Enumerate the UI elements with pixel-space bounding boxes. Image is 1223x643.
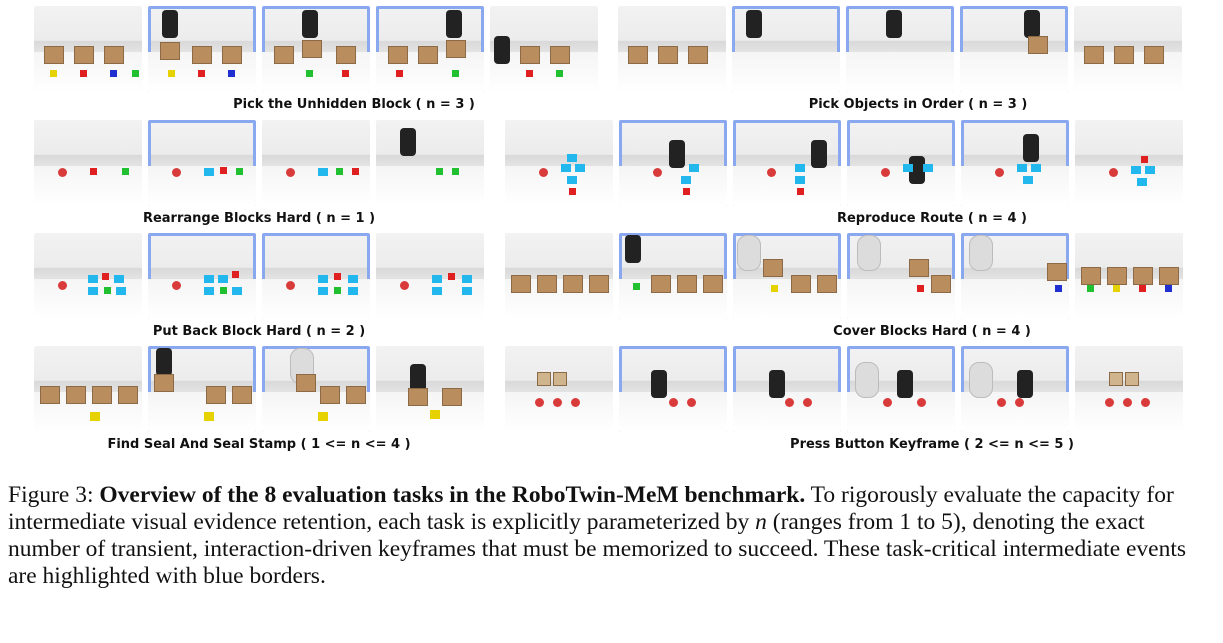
frame-strip [505,118,1183,208]
frame-strip [618,4,1218,94]
frame-strip [34,231,634,321]
keyframe [847,233,955,319]
task-cover-blocks-hard: Cover Blocks Hard ( n = 4 ) [505,231,1183,343]
keyframe [619,233,727,319]
keyframe [846,6,954,92]
frame [376,120,484,206]
frame [1074,6,1182,92]
task-rearrange-blocks-hard: Rearrange Blocks Hard ( n = 1 ) [34,118,634,230]
figure-caption: Figure 3: Overview of the 8 evaluation t… [8,482,1218,590]
frame [1075,233,1183,319]
keyframe [847,346,955,432]
frame [34,120,142,206]
frame-strip [505,231,1183,321]
keyframe [733,233,841,319]
frame [505,346,613,432]
keyframe [961,120,1069,206]
caption-body-2: (ranges from 1 to 5), denoting the exact… [8,509,1187,589]
frame [376,233,484,319]
task-label: Rearrange Blocks Hard ( n = 1 ) [142,211,376,226]
keyframe [961,233,1069,319]
frame-strip [34,4,634,94]
caption-title: Overview of the 8 evaluation tasks in th… [99,482,806,508]
keyframe [262,6,370,92]
frame [505,233,613,319]
keyframe [262,233,370,319]
frame [1075,346,1183,432]
keyframe [733,346,841,432]
task-find-seal-stamp: Find Seal And Seal Stamp ( 1 <= n <= 4 ) [34,344,634,456]
keyframe [961,346,1069,432]
task-label: Pick the Unhidden Block ( n = 3 ) [233,97,475,112]
caption-math-n: n [755,509,767,535]
frame [34,233,142,319]
keyframe [619,346,727,432]
frame-strip [34,118,634,208]
frame [1075,120,1183,206]
task-pick-unhidden-block: Pick the Unhidden Block ( n = 3 ) [34,4,634,116]
task-label: Pick Objects in Order ( n = 3 ) [808,97,1028,112]
task-label: Reproduce Route ( n = 4 ) [836,211,1028,226]
figure-panel: Pick the Unhidden Block ( n = 3 ) Pick O… [34,4,1218,456]
task-label: Put Back Block Hard ( n = 2 ) [152,324,366,339]
keyframe [847,120,955,206]
keyframe [148,233,256,319]
frame [34,346,142,432]
keyframe [148,346,256,432]
caption-body-1: To rigorously evaluate the capacity for … [8,482,1174,535]
task-reproduce-route: Reproduce Route ( n = 4 ) [505,118,1183,230]
task-press-button-keyframe: Press Button Keyframe ( 2 <= n <= 5 ) [505,344,1183,456]
task-put-back-block-hard: Put Back Block Hard ( n = 2 ) [34,231,634,343]
keyframe [148,120,256,206]
task-label: Find Seal And Seal Stamp ( 1 <= n <= 4 ) [107,437,411,452]
caption-prefix: Figure 3: [8,482,100,508]
frame [34,6,142,92]
keyframe [733,120,841,206]
frame [618,6,726,92]
keyframe [960,6,1068,92]
frame-strip [505,344,1183,434]
frame [490,6,598,92]
keyframe [376,6,484,92]
task-label: Cover Blocks Hard ( n = 4 ) [833,324,1031,339]
frame [376,346,484,432]
keyframe [619,120,727,206]
keyframe [262,346,370,432]
task-label: Press Button Keyframe ( 2 <= n <= 5 ) [790,437,1074,452]
frame [262,120,370,206]
frame [505,120,613,206]
keyframe [732,6,840,92]
task-pick-objects-order: Pick Objects in Order ( n = 3 ) [618,4,1218,116]
frame-strip [34,344,634,434]
keyframe [148,6,256,92]
